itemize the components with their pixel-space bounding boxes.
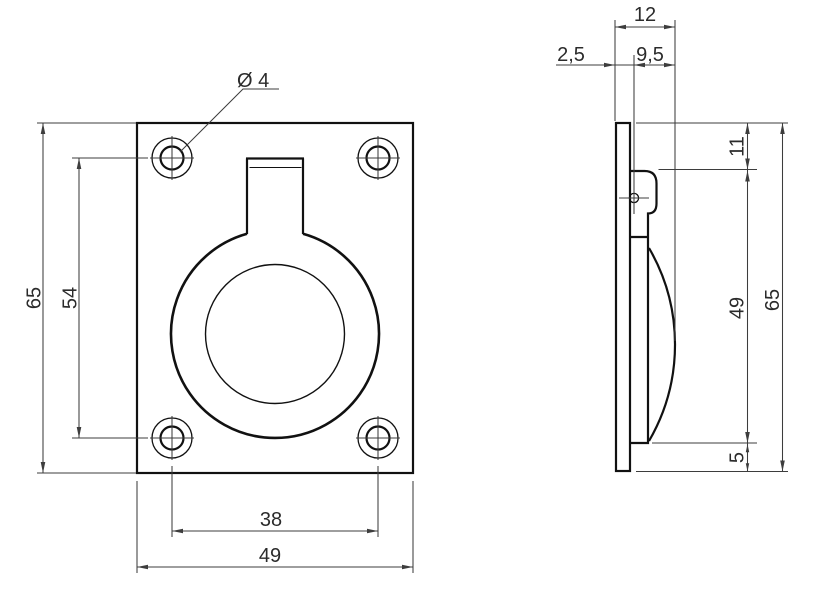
arrow-icon [745, 170, 750, 182]
dim-label-depth: 12 [634, 4, 656, 26]
arrow-icon [172, 528, 183, 534]
side-ring-profile-arc [648, 247, 677, 442]
arrow-icon [745, 123, 750, 134]
arrow-icon [780, 123, 785, 134]
arrow-icon [745, 432, 750, 443]
arrow-icon [664, 62, 675, 68]
arrow-icon [137, 564, 148, 570]
dim-label-recess-depth: 9,5 [636, 44, 664, 66]
side-view-part [614, 121, 677, 473]
side-flange-outline [614, 121, 632, 473]
side-view-dimensions [556, 20, 788, 473]
arrow-icon [664, 24, 675, 30]
diameter-leader-line [179, 88, 279, 153]
arrow-icon [40, 462, 46, 473]
dim-label-bottom-margin: 5 [727, 452, 749, 463]
dim-label-hole-diameter: Ø 4 [237, 70, 269, 92]
front-plate-outline [135, 121, 415, 475]
arrow-icon [615, 24, 626, 30]
front-view-dimensions [37, 88, 414, 573]
arrow-icon [76, 427, 82, 438]
dim-label-front-width: 49 [259, 545, 281, 567]
arrow-icon [76, 158, 82, 169]
dim-label-hole-pitch-vertical: 54 [60, 287, 82, 309]
hole-centerlines [150, 136, 400, 460]
front-view-part [135, 121, 415, 475]
ring-outer-edge [169, 232, 381, 440]
ring-inner-edge [204, 263, 346, 405]
dim-label-hole-pitch-horizontal: 38 [260, 509, 282, 531]
dim-label-front-height: 65 [24, 287, 46, 309]
side-recess-cup-outline [630, 169, 658, 445]
arrow-icon [367, 528, 378, 534]
dimension-labels: Ø 4 65 54 38 49 12 2,5 9,5 11 49 5 65 [24, 4, 785, 567]
dim-label-side-height: 65 [762, 289, 784, 311]
arrow-icon [780, 460, 785, 472]
arrow-icon [604, 62, 615, 68]
side-arrowheads [604, 24, 785, 472]
front-arrowheads [40, 123, 413, 570]
dim-label-recess-height: 49 [727, 297, 749, 319]
arrow-icon [402, 564, 413, 570]
arrow-icon [745, 463, 750, 472]
arrow-icon [40, 123, 46, 134]
dim-label-top-to-recess: 11 [727, 136, 749, 157]
dim-label-flange-thickness: 2,5 [557, 44, 585, 66]
arrow-icon [745, 158, 750, 170]
arrow-icon [745, 444, 750, 453]
